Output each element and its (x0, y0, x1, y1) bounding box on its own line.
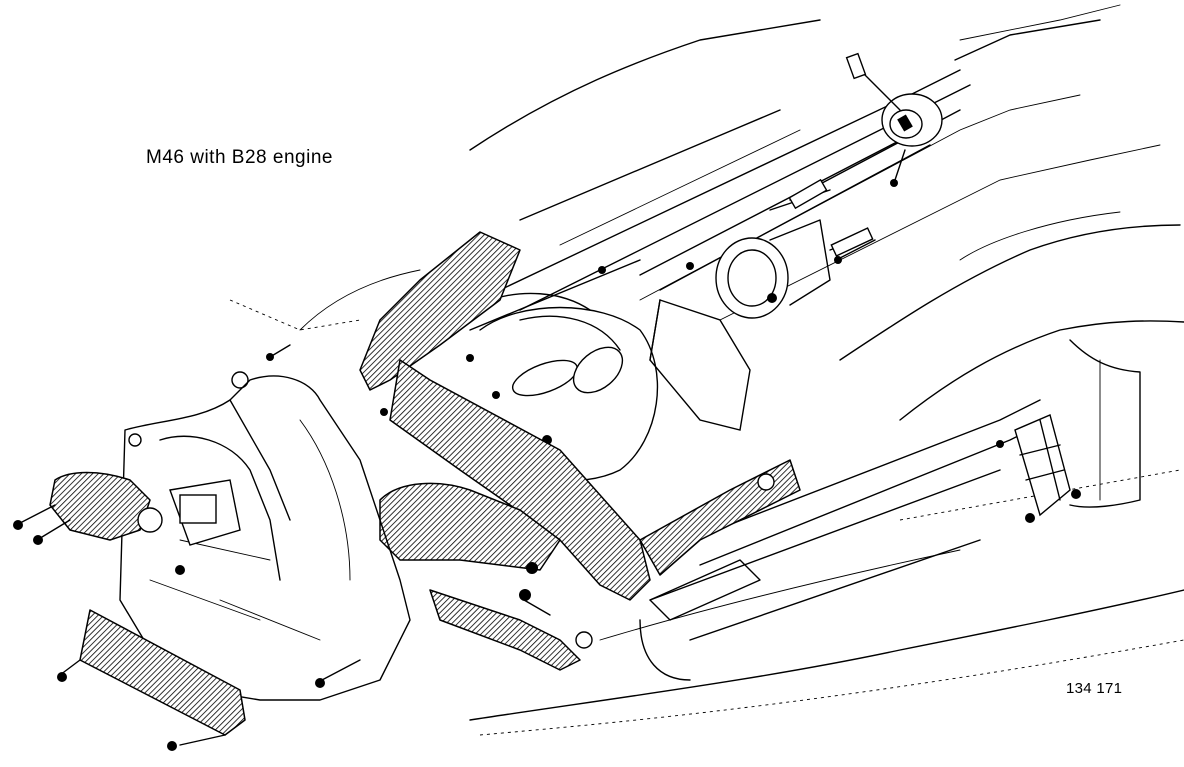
hatched-crossmember-upper (359, 231, 521, 391)
bolts (13, 239, 1081, 751)
center-bearing (845, 52, 943, 187)
rear-flange (1014, 414, 1071, 517)
exhaust-pipe (639, 559, 761, 681)
hatched-support-bracket (379, 359, 801, 671)
gearbox-housing (119, 371, 411, 701)
hatched-gearbox-mount (49, 471, 241, 546)
diagram-title: M46 with B28 engine (146, 147, 333, 168)
bellhousing (466, 292, 659, 482)
hatched-cover-plate (59, 609, 246, 746)
figure-number: 134 171 (1066, 680, 1123, 697)
mount-block (649, 299, 751, 431)
